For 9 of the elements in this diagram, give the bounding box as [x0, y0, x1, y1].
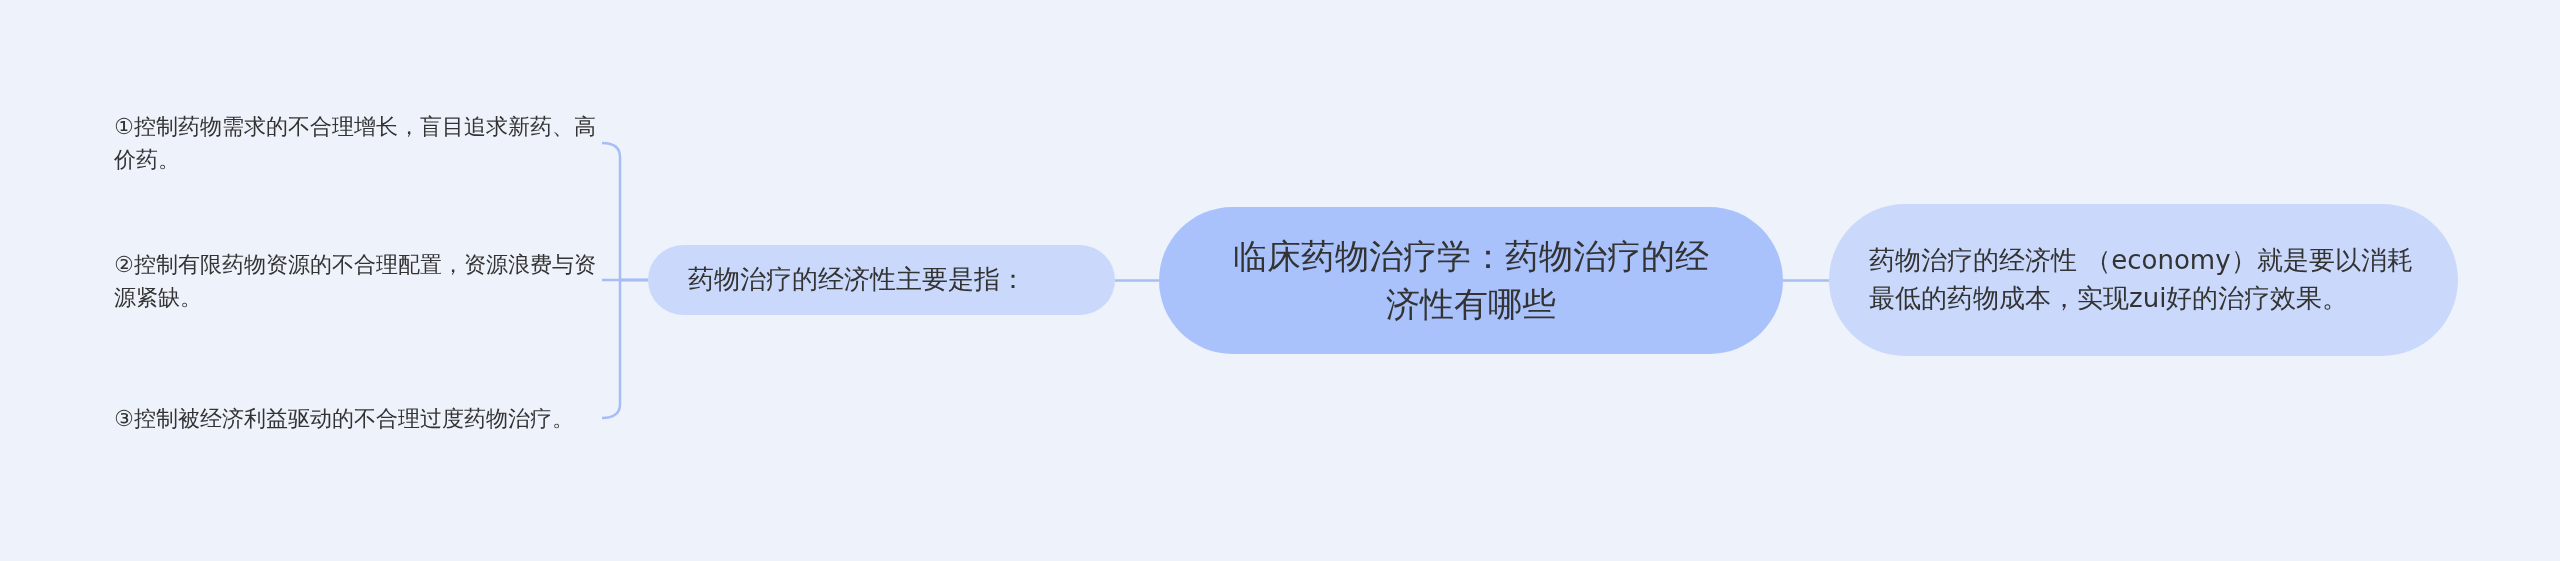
leaf-text: ①控制药物需求的不合理增长，盲目追求新药、高价药。 — [114, 113, 597, 174]
topic-text: 临床药物治疗学：药物治疗的经济性有哪些 — [1232, 234, 1710, 326]
connector-line — [1115, 279, 1159, 282]
connector-line — [601, 278, 648, 420]
topic-text: 药物治疗的经济性主要是指： — [688, 263, 1026, 297]
connector-line — [1783, 279, 1829, 282]
leaf-text: ②控制有限药物资源的不合理配置，资源浪费与资源紧缺。 — [114, 251, 597, 312]
topic-text: 药物治疗的经济性 （economy）就是要以消耗最低的药物成本，实现zui好的治疗效果。 — [1869, 244, 2414, 315]
leaf-text: ③控制被经济利益驱动的不合理过度药物治疗。 — [114, 404, 574, 433]
